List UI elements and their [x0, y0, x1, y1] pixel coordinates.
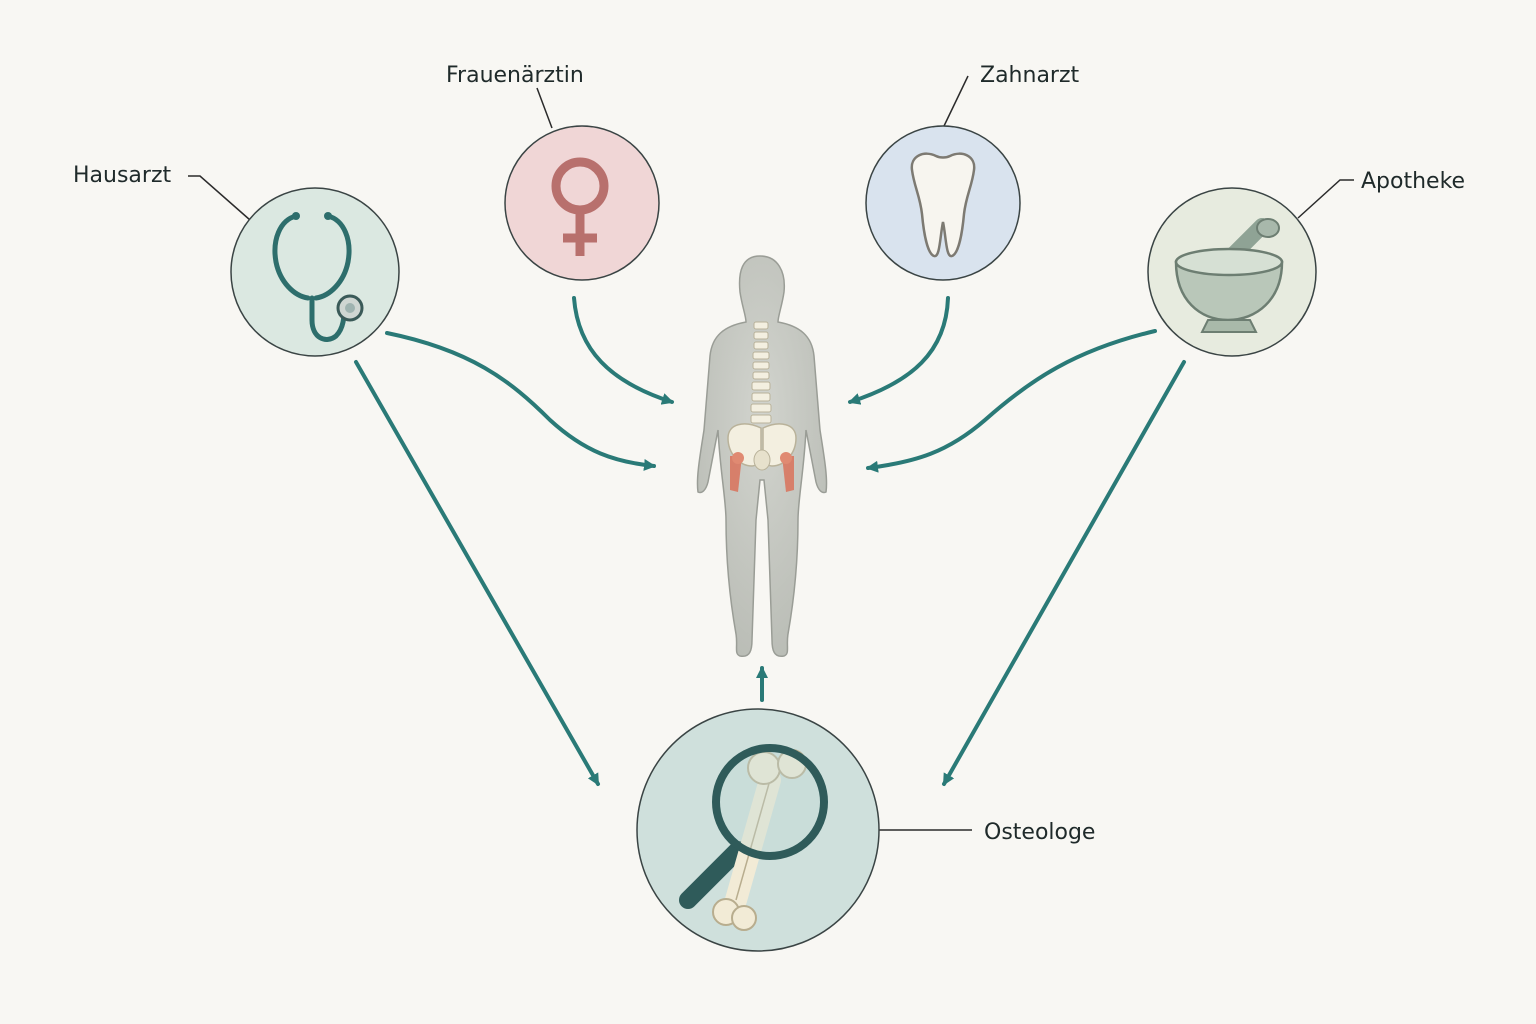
- node-frauenaerztin: [504, 125, 660, 281]
- arrow-frauenaerztin-to-patient: [572, 296, 674, 405]
- label-apotheke: Apotheke: [1361, 169, 1465, 194]
- node-hausarzt: [230, 187, 400, 357]
- arrow-apotheke-to-patient: [866, 329, 1157, 473]
- connector-arrows: [354, 296, 1186, 786]
- leader-lines: [188, 75, 1354, 831]
- node-apotheke: [1147, 187, 1317, 357]
- arrow-hausarzt-to-patient: [385, 331, 656, 471]
- arrow-zahnarzt-to-patient: [848, 296, 950, 405]
- tooth-icon: [910, 152, 976, 258]
- mortar-pestle-icon: [1174, 218, 1284, 333]
- node-zahnarzt: [865, 125, 1021, 281]
- label-zahnarzt: Zahnarzt: [980, 63, 1080, 88]
- bone-magnifier-icon: [679, 744, 828, 931]
- left-hip-highlight: [730, 456, 742, 492]
- right-hip-highlight: [782, 456, 794, 492]
- female-symbol-icon: [551, 157, 609, 256]
- arrow-hausarzt-to-osteologe: [354, 360, 600, 786]
- label-hausarzt: Hausarzt: [73, 163, 172, 188]
- node-osteologe: [636, 708, 880, 952]
- label-frauenaerztin: Frauenärztin: [446, 63, 584, 88]
- arrow-apotheke-to-osteologe: [942, 360, 1186, 786]
- human-body-skeleton: [696, 255, 828, 658]
- spine: [750, 321, 772, 424]
- label-osteologe: Osteologe: [984, 820, 1095, 845]
- stethoscope-icon: [272, 212, 364, 342]
